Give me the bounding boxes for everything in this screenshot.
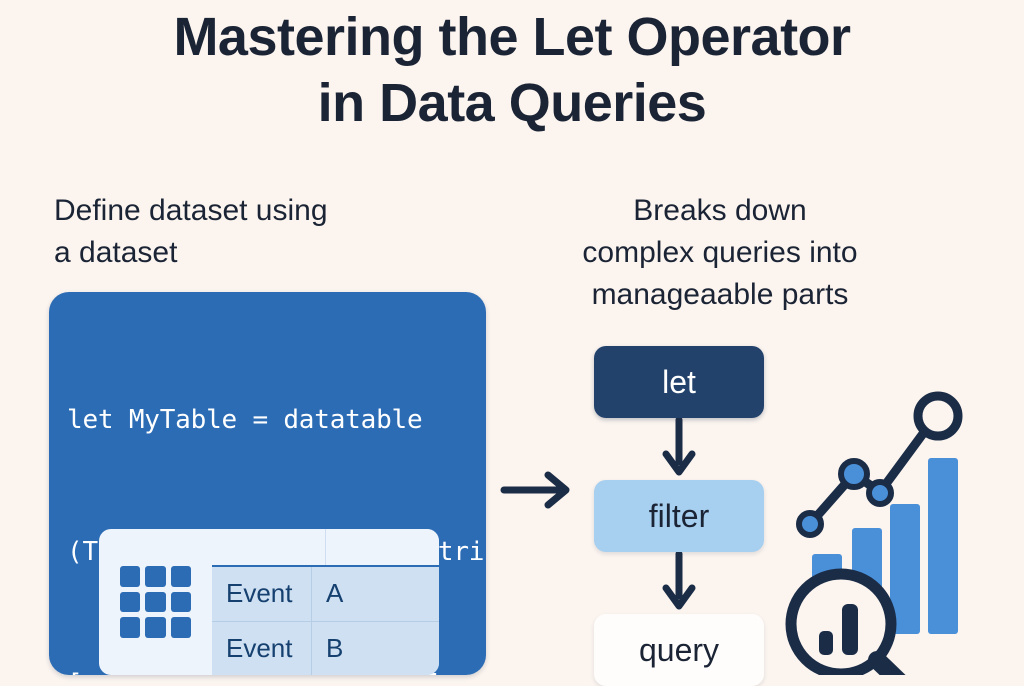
- right-caption-line-2: complex queries into: [582, 236, 858, 269]
- page-title-line-1: Mastering the Let Operator: [173, 7, 851, 67]
- grid-3x3-icon: [119, 566, 192, 638]
- right-section-caption: Breaks down complex queries into managea…: [520, 190, 920, 316]
- flow-step-filter[interactable]: filter: [594, 480, 764, 552]
- code-panel: let MyTable = datatable (Time: datelime,…: [49, 292, 486, 675]
- chart-bar: [890, 504, 920, 634]
- chart-bar: [928, 458, 958, 634]
- table-cell: Event: [212, 621, 312, 675]
- table-cell: A: [326, 578, 344, 609]
- flow-arrow-down-icon: [594, 418, 764, 480]
- chart-node: [838, 458, 870, 490]
- table-row: Event B: [212, 621, 439, 675]
- magnifier-lens: [785, 568, 897, 680]
- flow-step-query[interactable]: query: [594, 614, 764, 686]
- result-table: Event A Event B: [99, 529, 439, 675]
- table-icon-cell: [99, 529, 212, 675]
- right-caption-line-3: manageaable parts: [591, 278, 849, 311]
- section-connector-arrow-icon: [500, 470, 580, 510]
- magnifier-inner-bar: [819, 631, 833, 655]
- flow-step-let[interactable]: let: [594, 346, 764, 418]
- left-caption-line-1: Define dataset using: [54, 194, 328, 227]
- flow-diagram: let filter query: [594, 346, 764, 686]
- table-body: Event A Event B: [212, 529, 439, 675]
- page-title-line-2: in Data Queries: [317, 73, 707, 133]
- table-cell: B: [326, 632, 344, 663]
- left-section-caption: Define dataset using a dataset: [54, 190, 474, 274]
- flow-step-label: let: [662, 363, 696, 400]
- chart-node-highlight: [913, 391, 963, 441]
- magnifier-handle: [868, 651, 913, 686]
- analytics-chart-icon: [784, 386, 1024, 686]
- chart-node: [866, 479, 894, 507]
- flow-step-label: query: [638, 631, 720, 668]
- code-line: let MyTable = datatable: [67, 405, 423, 435]
- chart-node: [796, 510, 824, 538]
- flow-step-label: filter: [648, 497, 710, 534]
- table-header-row: [212, 529, 439, 567]
- flow-arrow-down-icon: [594, 552, 764, 614]
- table-header-cell: [212, 529, 326, 565]
- right-caption-line-1: Breaks down: [633, 194, 807, 227]
- left-caption-line-2: a dataset: [54, 236, 178, 269]
- table-cell: Event: [212, 567, 312, 621]
- page-title: Mastering the Let Operator in Data Queri…: [0, 4, 1024, 136]
- magnifier-inner-bar: [842, 604, 858, 655]
- table-row: Event A: [212, 567, 439, 622]
- table-header-cell: [326, 529, 439, 565]
